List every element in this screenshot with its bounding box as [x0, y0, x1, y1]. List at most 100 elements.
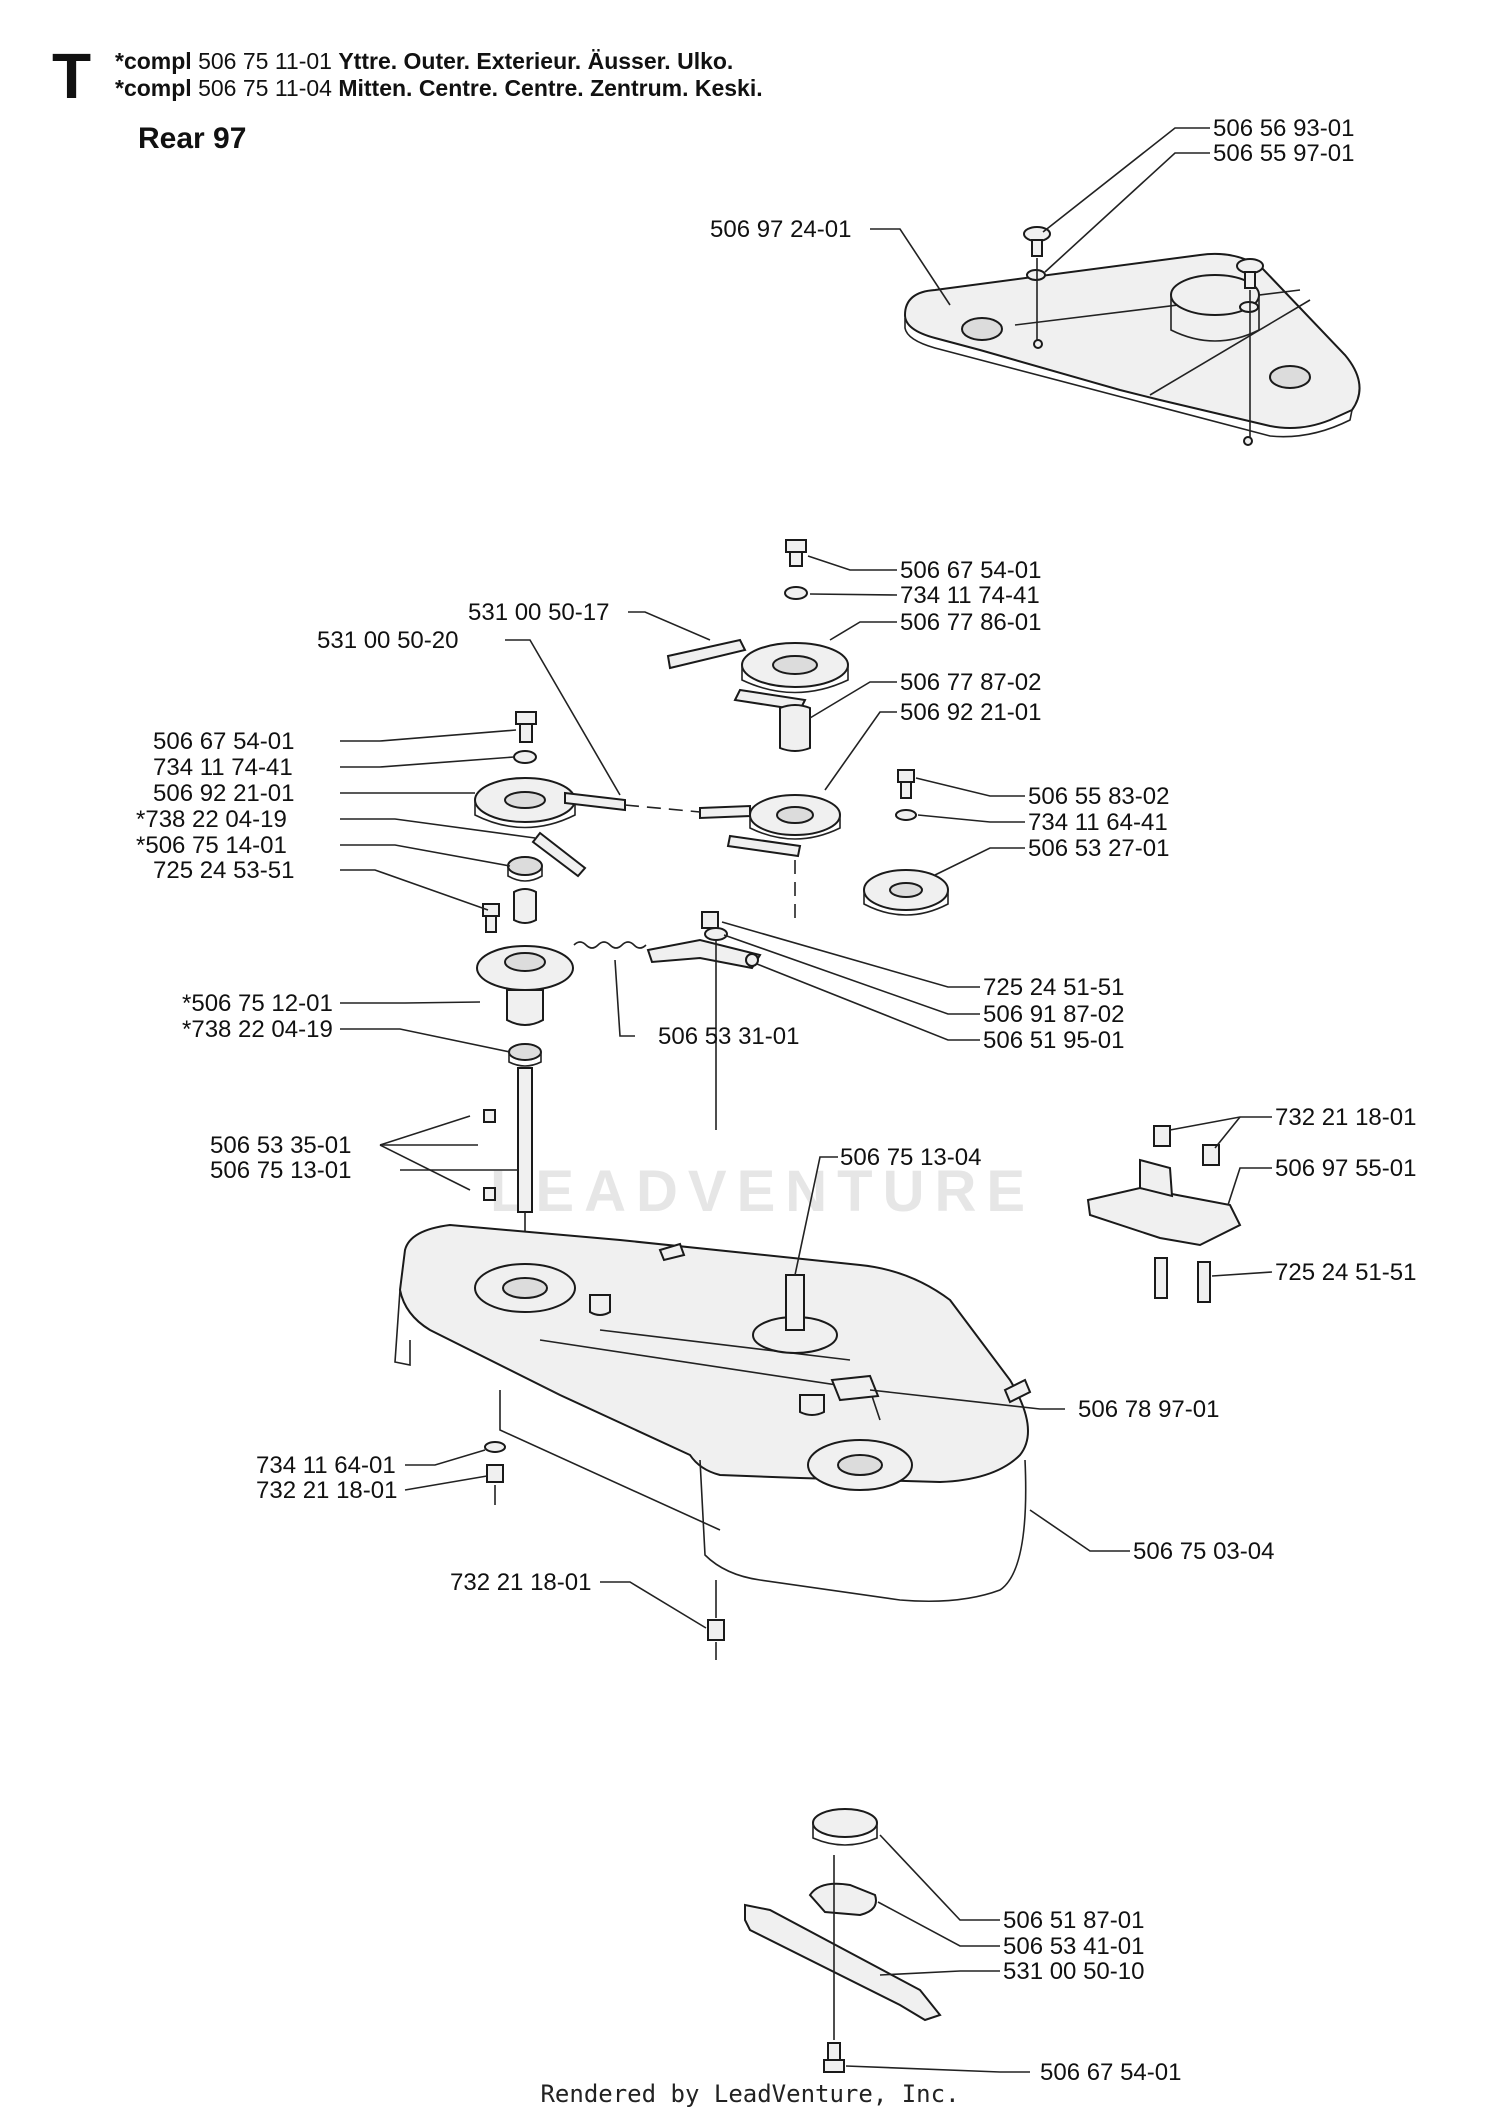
- mounting-bracket: [1086, 1186, 1242, 1247]
- bolt-icon: [701, 911, 719, 929]
- part-label: 725 24 51-51: [1275, 1259, 1416, 1286]
- bearing-icon: [507, 856, 543, 876]
- compl-description: Mitten. Centre. Centre. Zentrum. Keski.: [338, 75, 763, 101]
- top-cover-plate: [903, 252, 1361, 429]
- blade-adapter: [812, 1808, 878, 1838]
- bolt-icon: [900, 781, 912, 799]
- blade-group: [744, 1808, 942, 2073]
- compl-description: Yttre. Outer. Exterieur. Äusser. Ulko.: [338, 48, 734, 74]
- spring-icon: [573, 941, 647, 949]
- part-label: 506 75 13-04: [840, 1144, 981, 1171]
- part-label: *506 75 14-01: [136, 832, 287, 859]
- washer-icon: [513, 750, 537, 764]
- blade-hub: [808, 1882, 877, 1917]
- nut-icon: [1202, 1144, 1220, 1166]
- part-label: *738 22 04-19: [182, 1016, 333, 1043]
- belt-segment: [699, 804, 751, 820]
- nut-icon: [486, 1464, 504, 1483]
- spacer-bushing: [513, 888, 537, 924]
- washer-icon: [484, 1441, 506, 1453]
- part-label: 506 92 21-01: [153, 780, 294, 807]
- header-line-1: *compl 506 75 11-01 Yttre. Outer. Exteri…: [115, 48, 733, 74]
- part-label: 506 56 93-01: [1213, 115, 1354, 142]
- spacer-bushing: [779, 704, 811, 752]
- washer-icon: [1026, 269, 1046, 281]
- part-label: 506 53 41-01: [1003, 1933, 1144, 1960]
- part-label: 506 75 03-04: [1133, 1538, 1274, 1565]
- top-cover-group: [903, 226, 1361, 446]
- part-label: 531 00 50-17: [468, 599, 609, 626]
- center-pulley-group: [666, 539, 849, 920]
- bolt-icon: [823, 2059, 845, 2073]
- key-icon: [483, 1109, 496, 1123]
- bolt-icon: [485, 915, 497, 933]
- part-label: *506 75 12-01: [182, 990, 333, 1017]
- deck-group: [394, 1223, 1032, 1660]
- key-icon: [483, 1187, 496, 1201]
- part-label: 506 97 24-01: [710, 216, 851, 243]
- mower-blade: [744, 1903, 942, 2022]
- part-label: 506 92 21-01: [900, 699, 1041, 726]
- compl-prefix: *compl: [115, 75, 192, 101]
- bracket-group: [1086, 1125, 1242, 1303]
- bolt-icon: [1154, 1257, 1168, 1299]
- belt-segment: [726, 834, 802, 858]
- tensioner-arm: [646, 938, 762, 970]
- part-label: 734 11 74-41: [900, 582, 1040, 609]
- part-label: 725 24 53-51: [153, 857, 294, 884]
- part-label: 531 00 50-20: [317, 627, 458, 654]
- part-label: 506 97 55-01: [1275, 1155, 1416, 1182]
- compl-prefix: *compl: [115, 48, 192, 74]
- part-label: 506 53 27-01: [1028, 835, 1169, 862]
- cover-boss: [961, 317, 1003, 341]
- footer-credit: Rendered by LeadVenture, Inc.: [540, 2080, 960, 2108]
- diagram-title: Rear 97: [138, 122, 247, 155]
- part-label: 506 67 54-01: [153, 728, 294, 755]
- bearing-icon: [508, 1043, 542, 1061]
- leader-lines: [340, 127, 1273, 2073]
- screw-icon: [1236, 258, 1264, 274]
- compl-number: 506 75 11-01: [198, 48, 332, 74]
- part-label: 506 55 97-01: [1213, 140, 1354, 167]
- part-label: 506 78 97-01: [1078, 1396, 1219, 1423]
- compl-number: 506 75 11-04: [198, 75, 332, 101]
- part-label: *738 22 04-19: [136, 806, 287, 833]
- part-label: 732 21 18-01: [1275, 1104, 1416, 1131]
- part-label: 506 51 95-01: [983, 1027, 1124, 1054]
- part-label: 734 11 64-41: [1028, 809, 1168, 836]
- washer-icon: [784, 586, 808, 600]
- belt-segment: [666, 638, 747, 670]
- spindle-shaft: [517, 1067, 533, 1213]
- cover-boss: [1269, 365, 1311, 389]
- idler-group: [863, 769, 949, 916]
- part-label: 531 00 50-10: [1003, 1958, 1144, 1985]
- part-label: 506 53 31-01: [658, 1023, 799, 1050]
- watermark: LEADVENTURE: [490, 1159, 1036, 1224]
- belt-segment: [564, 791, 626, 812]
- part-label: 734 11 74-41: [153, 754, 293, 781]
- part-label: 506 55 83-02: [1028, 783, 1169, 810]
- washer-icon: [895, 809, 917, 821]
- bolt-icon: [1197, 1261, 1211, 1303]
- section-letter: T: [52, 40, 92, 112]
- part-labels: 506 56 93-01 506 55 97-01 506 97 24-01 5…: [136, 115, 1416, 2086]
- bolt-icon: [519, 723, 533, 743]
- part-label: 506 75 13-01: [210, 1157, 351, 1184]
- part-label: 506 91 87-02: [983, 1001, 1124, 1028]
- part-label: 506 77 86-01: [900, 609, 1041, 636]
- part-label: 506 67 54-01: [1040, 2059, 1181, 2086]
- nut-icon: [707, 1619, 725, 1641]
- part-label: 506 51 87-01: [1003, 1907, 1144, 1934]
- nut-icon: [1153, 1125, 1171, 1147]
- washer-icon: [1239, 301, 1259, 313]
- part-label: 506 67 54-01: [900, 557, 1041, 584]
- header-line-2: *compl 506 75 11-04 Mitten. Centre. Cent…: [115, 75, 763, 101]
- part-label: 506 77 87-02: [900, 669, 1041, 696]
- part-label: 732 21 18-01: [256, 1477, 397, 1504]
- part-label: 506 53 35-01: [210, 1132, 351, 1159]
- deck-label: [830, 1374, 880, 1402]
- part-label: 732 21 18-01: [450, 1569, 591, 1596]
- belt-segment: [531, 831, 587, 878]
- center-spindle: [785, 1274, 805, 1331]
